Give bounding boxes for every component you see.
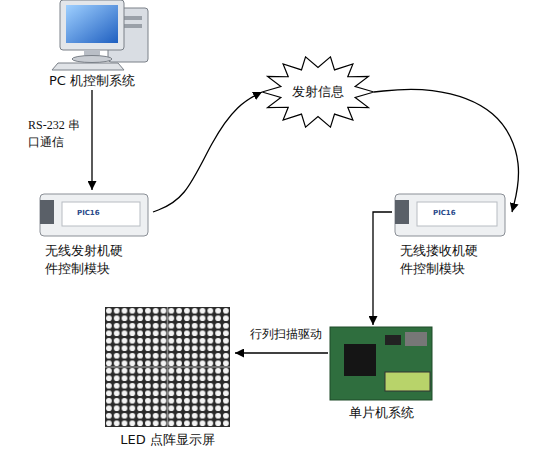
arrow-connector: [374, 89, 519, 212]
device-panel: [417, 202, 497, 226]
device-body: [395, 194, 505, 236]
pc-node: PC 机控制系统: [42, 0, 142, 90]
led-matrix-illustration: [105, 307, 230, 427]
mcu-node: 单片机系统: [328, 325, 434, 422]
device-brand: PIC16: [77, 209, 100, 217]
arrow-connector: [153, 92, 262, 212]
arrow-connector: [91, 90, 92, 190]
arrow-connector: [373, 212, 392, 325]
connector: [405, 332, 427, 346]
edge-label: 行列扫描驱动: [250, 326, 330, 343]
ic-chip: [385, 335, 401, 345]
serial-connector: [395, 200, 409, 224]
receiver-node: 无线搂收机硬 件控制模块: [392, 190, 512, 278]
edge-label: RS-232 串口通信: [28, 117, 90, 151]
device-brand: PIC16: [433, 209, 456, 217]
lcd-screen: [385, 372, 430, 391]
device-panel: [62, 202, 140, 226]
node-label: 单片机系统: [349, 404, 414, 422]
node-label: LED 点阵显示屏: [120, 431, 215, 449]
node-label: 无线搂收机硬 件控制模块: [400, 242, 486, 278]
mcu-chip: [344, 344, 376, 376]
transmitter-illustration: [40, 194, 148, 236]
receiver-illustration: [395, 194, 505, 236]
panel-seam: [105, 366, 230, 368]
serial-connector: [40, 200, 54, 224]
transmitter-node: 无线发射机硬 件控制模块: [38, 190, 153, 278]
arrow-connector: [235, 352, 328, 353]
node-label: 发射信息: [292, 83, 344, 101]
pc-illustration: [52, 0, 148, 70]
led-dots: [105, 307, 230, 427]
monitor-frame: [60, 0, 124, 50]
mcu-board-illustration: [330, 327, 432, 400]
node-label: PC 机控制系统: [49, 72, 135, 90]
monitor-screen: [66, 5, 118, 43]
pcb: [330, 327, 432, 400]
led-node: LED 点阵显示屏: [100, 305, 235, 449]
starburst-shape: [262, 57, 374, 127]
device-body: [40, 194, 148, 236]
keyboard: [52, 63, 124, 70]
node-label: 无线发射机硬 件控制模块: [45, 242, 131, 278]
monitor-base: [72, 56, 112, 63]
starburst-node: 发射信息: [262, 56, 374, 128]
